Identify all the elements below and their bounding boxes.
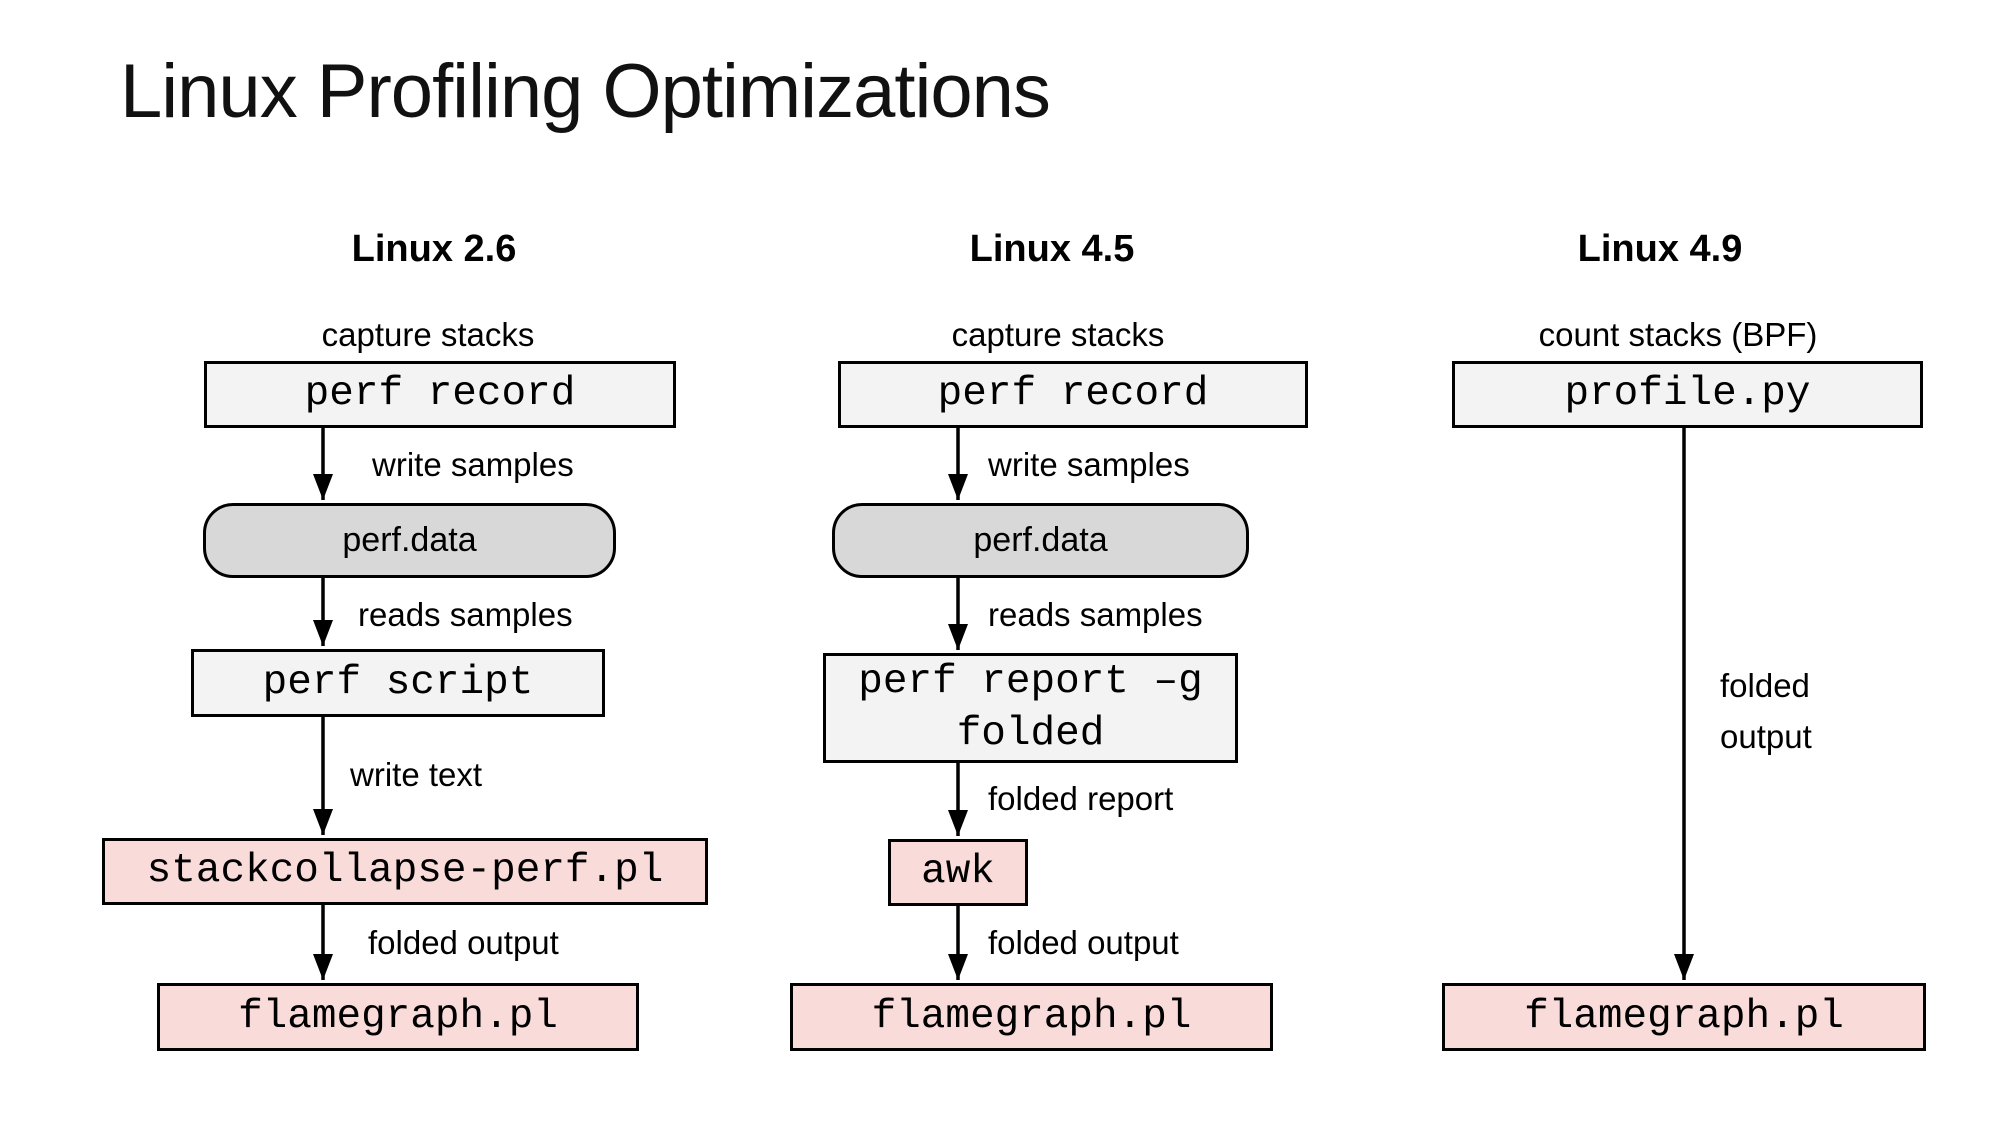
node-flamegraph-pl-col1: flamegraph.pl: [157, 983, 639, 1051]
column-header-linux-2-6: Linux 2.6: [351, 228, 517, 270]
node-stackcollapse-perf-pl: stackcollapse-perf.pl: [102, 838, 708, 905]
node-profile-py: profile.py: [1452, 361, 1923, 428]
node-perf-data-col1: perf.data: [203, 503, 616, 578]
node-perf-data-col2: perf.data: [832, 503, 1249, 578]
edge-label-reads-samples-col1: reads samples: [358, 596, 573, 633]
stage-label-count-stacks-bpf: count stacks (BPF): [1538, 316, 1818, 353]
node-awk: awk: [888, 839, 1028, 906]
node-perf-record-col2: perf record: [838, 361, 1308, 428]
node-perf-report-g-folded: perf report –g folded: [823, 653, 1238, 763]
edge-label-folded-output-col2: folded output: [988, 924, 1179, 961]
edge-label-folded-output-col3: folded output: [1720, 667, 1812, 756]
stage-label-capture-stacks-col1: capture stacks: [321, 316, 535, 353]
column-header-linux-4-5: Linux 4.5: [969, 228, 1135, 270]
page-title: Linux Profiling Optimizations: [120, 49, 1051, 134]
node-flamegraph-pl-col3: flamegraph.pl: [1442, 983, 1926, 1051]
node-perf-script: perf script: [191, 649, 605, 717]
edge-label-reads-samples-col2: reads samples: [988, 596, 1203, 633]
edge-label-folded-output-col1: folded output: [368, 924, 559, 961]
edge-label-write-samples-col1: write samples: [372, 446, 574, 483]
node-flamegraph-pl-col2: flamegraph.pl: [790, 983, 1273, 1051]
edge-label-write-samples-col2: write samples: [988, 446, 1190, 483]
edge-label-folded-report: folded report: [988, 780, 1174, 817]
node-perf-record-col1: perf record: [204, 361, 676, 428]
stage-label-capture-stacks-col2: capture stacks: [951, 316, 1165, 353]
edge-label-write-text: write text: [350, 756, 483, 793]
column-header-linux-4-9: Linux 4.9: [1577, 228, 1743, 270]
